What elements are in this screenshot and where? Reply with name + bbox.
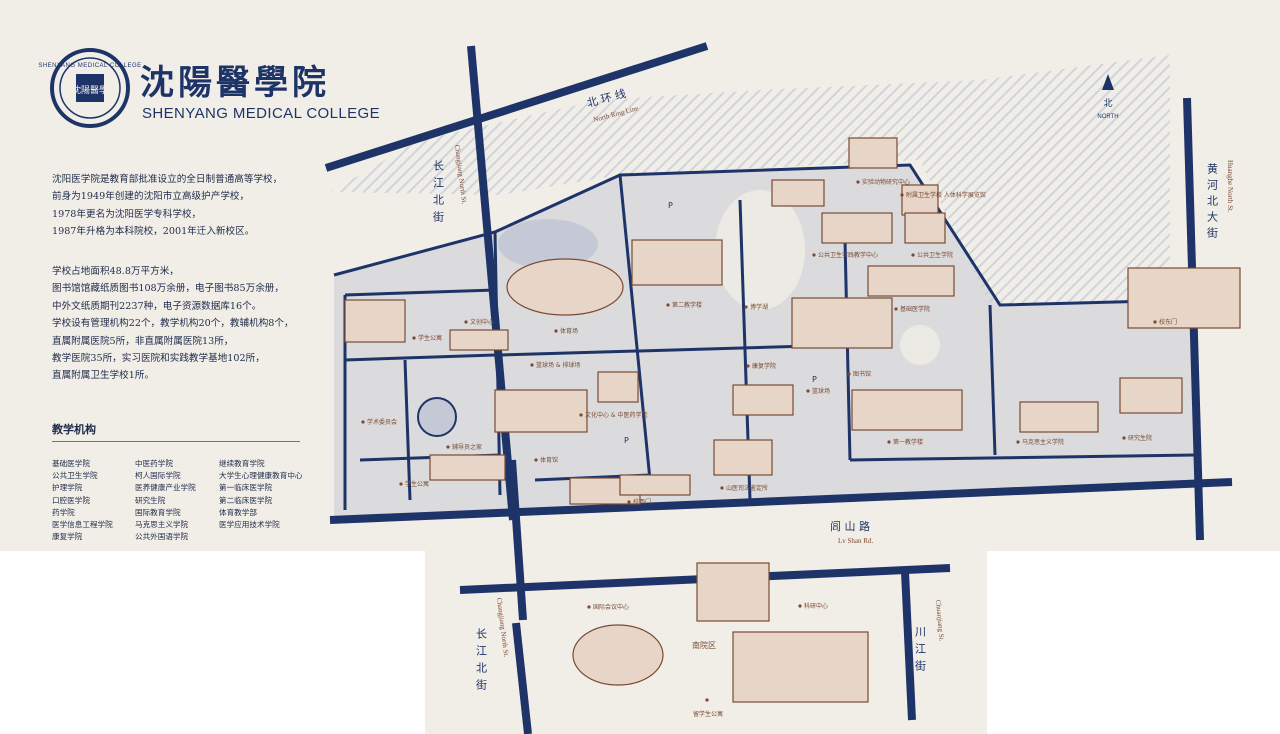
college-title: 沈陽醫學院 bbox=[140, 63, 330, 103]
institution-item: 医学应用技术学院 bbox=[219, 519, 280, 529]
stats-text: 学校占地面积48.8万平方米， 图书馆馆藏纸质图书108万余册，电子图书85万余… bbox=[52, 263, 294, 385]
institution-item: 马克思主义学院 bbox=[135, 519, 189, 529]
institution-item: 公共外国语学院 bbox=[135, 532, 189, 542]
institution-item: 研究生院 bbox=[135, 495, 166, 505]
institution-item: 国际教育学院 bbox=[135, 507, 181, 517]
stats-line: 教学医院35所，实习医院和实践教学基地102所， bbox=[52, 353, 265, 365]
central-lawn bbox=[715, 190, 805, 310]
institution-item: 继续教育学院 bbox=[219, 459, 265, 468]
institution-column-1: 基础医学院 公共卫生学院 护理学院 口腔医学院 药学院 医学信息工程学院 康复学… bbox=[52, 458, 113, 543]
intro-line: 沈阳医学院是教育部批准设立的全日制普通高等学校， bbox=[52, 174, 283, 185]
institution-item: 口腔医学院 bbox=[52, 495, 90, 505]
west-lawn bbox=[498, 219, 598, 269]
intro-line: 前身为1949年创建的沈阳市立高级护产学校， bbox=[52, 191, 250, 203]
institution-column-2: 中医药学院 柯人国际学院 医养健康产业学院 研究生院 国际教育学院 马克思主义学… bbox=[135, 458, 196, 543]
institution-item: 大学生心理健康教育中心 bbox=[219, 471, 303, 481]
institution-item: 柯人国际学院 bbox=[135, 471, 181, 481]
stats-line: 学校设有管理机构22个，教学机构20个，教辅机构8个， bbox=[52, 318, 294, 330]
stats-line: 学校占地面积48.8万平方米， bbox=[52, 266, 179, 277]
stats-line: 中外文纸质期刊2237种，电子资源数据库16个。 bbox=[52, 300, 262, 312]
institution-item: 护理学院 bbox=[52, 483, 83, 493]
institution-item: 公共卫生学院 bbox=[52, 471, 98, 481]
institution-item: 医学信息工程学院 bbox=[52, 519, 113, 529]
intro-line: 1987年升格为本科院校，2001年迁入新校区。 bbox=[52, 226, 255, 238]
institutions-divider bbox=[52, 441, 300, 442]
stats-line: 直属附属医院5所，非直属附属医院13所， bbox=[52, 335, 234, 347]
svg-text:P: P bbox=[812, 375, 817, 384]
plaza-circle bbox=[417, 397, 457, 437]
intro-line: 1978年更名为沈阳医学专科学校， bbox=[52, 208, 202, 220]
college-seal bbox=[50, 48, 130, 128]
institution-item: 药学院 bbox=[52, 507, 75, 517]
institution-column-3: 继续教育学院 大学生心理健康教育中心 第一临床医学院 第二临床医学院 体育教学部… bbox=[219, 458, 303, 531]
plaza-circle-east bbox=[900, 325, 940, 365]
institution-item: 康复学院 bbox=[52, 532, 83, 542]
building-sketches bbox=[344, 137, 1241, 703]
institution-item: 第一临床医学院 bbox=[219, 483, 273, 493]
stats-line: 图书馆馆藏纸质图书108万余册，电子图书85万余册， bbox=[52, 283, 284, 295]
institution-item: 基础医学院 bbox=[52, 459, 90, 468]
stats-line: 直属附属卫生学校1所。 bbox=[52, 370, 155, 382]
parking-markers: P P P bbox=[624, 201, 817, 445]
institution-item: 第二临床医学院 bbox=[219, 495, 273, 505]
institution-item: 医养健康产业学院 bbox=[135, 483, 196, 493]
svg-text:P: P bbox=[624, 436, 629, 445]
north-arrow bbox=[1102, 74, 1114, 90]
institution-item: 体育教学部 bbox=[219, 507, 257, 517]
institutions-title: 教学机构 bbox=[52, 423, 96, 436]
intro-text: 沈阳医学院是教育部批准设立的全日制普通高等学校， 前身为1949年创建的沈阳市立… bbox=[52, 171, 282, 241]
college-subtitle: SHENYANG MEDICAL COLLEGE bbox=[142, 105, 380, 122]
institution-item: 中医药学院 bbox=[135, 459, 173, 468]
svg-text:P: P bbox=[668, 201, 673, 210]
